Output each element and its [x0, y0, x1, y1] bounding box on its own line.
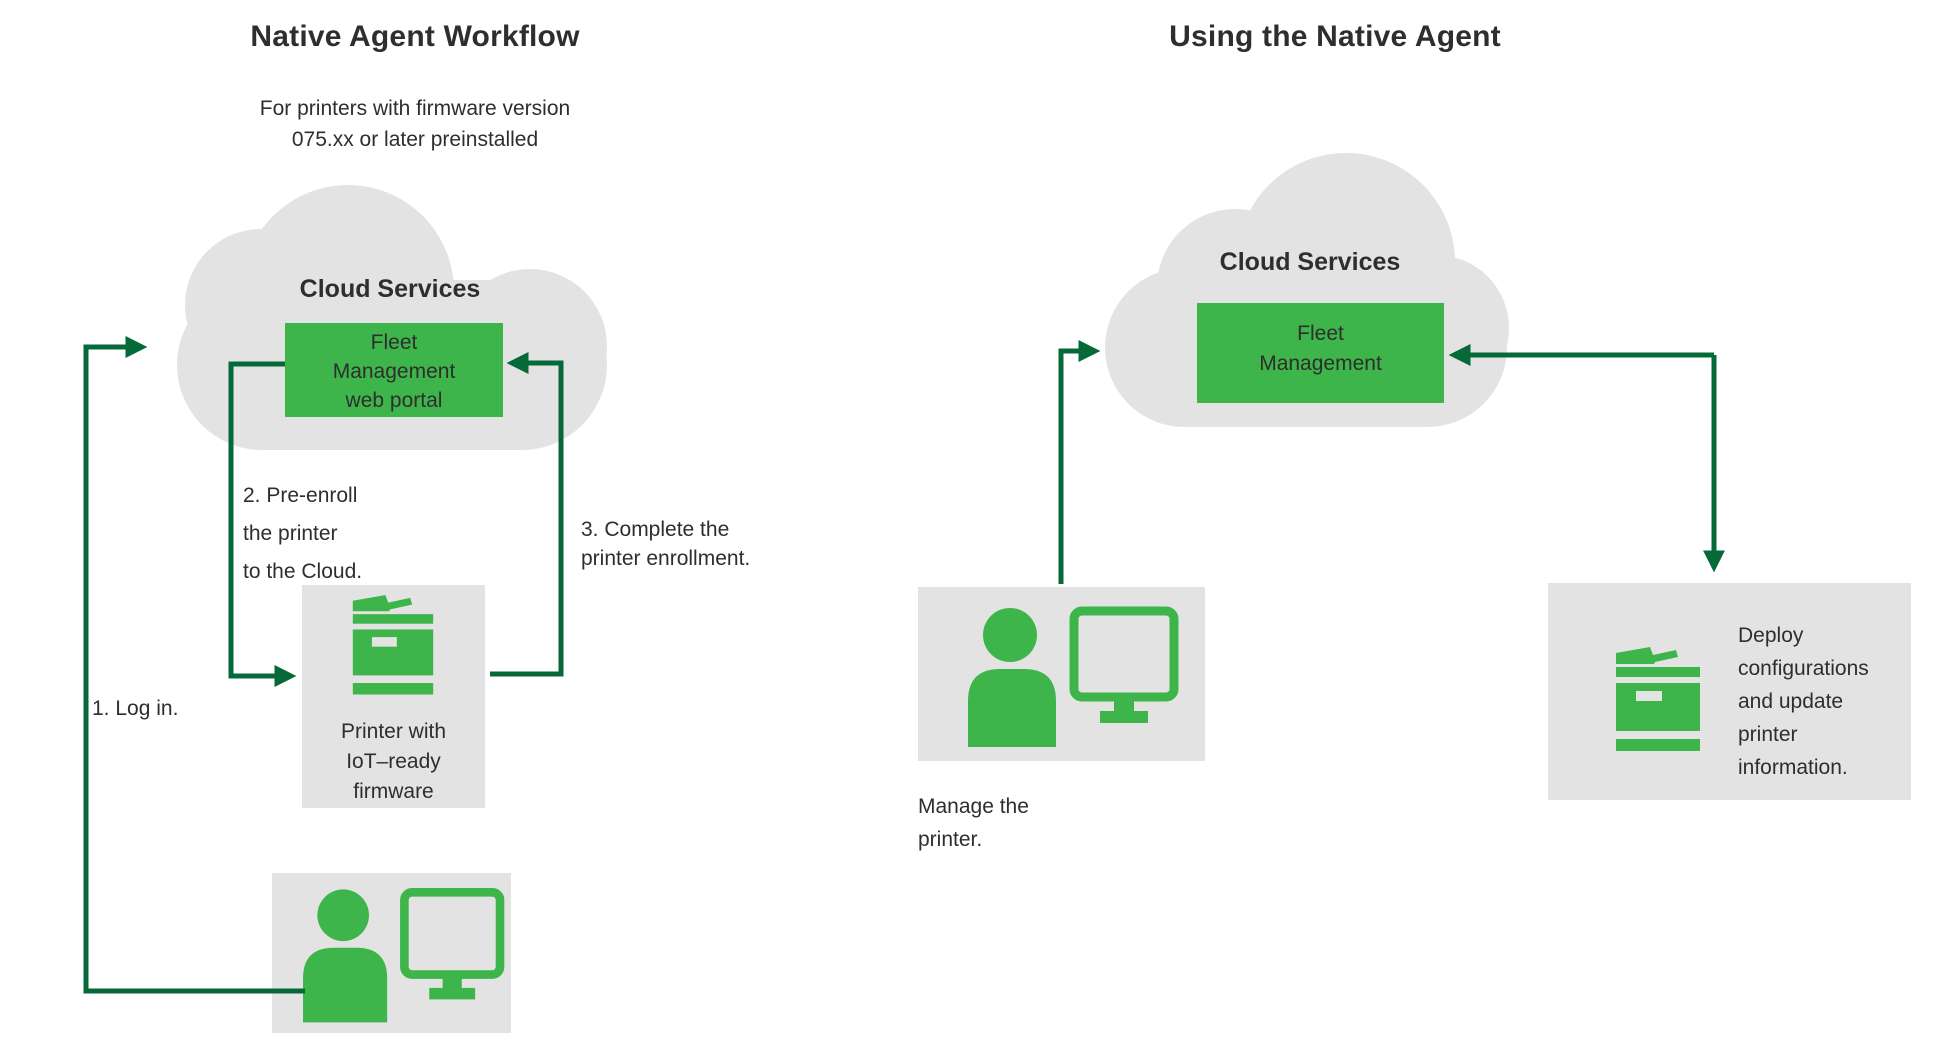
person-box	[918, 587, 1205, 761]
step3-label-line: 3. Complete the	[581, 518, 730, 541]
step3-label: 3. Complete the printer enrollment.	[581, 515, 750, 573]
manage-caption-line: Manage the	[918, 795, 1029, 818]
cloud-services-label: Cloud Services	[1219, 248, 1401, 276]
step1-label: 1. Log in.	[92, 697, 179, 720]
step2-label-line: 2. Pre-enroll	[243, 484, 358, 507]
step3-label-line: printer enrollment.	[581, 547, 751, 570]
step2-label: 2. Pre-enroll the printer to the Cloud.	[243, 477, 362, 591]
deploy-caption-line: Deploy	[1738, 624, 1804, 647]
cloud-services-label: Cloud Services	[299, 275, 481, 303]
deploy-caption: Deploy configurations and update printer…	[1738, 619, 1869, 784]
manage-caption-line: printer.	[918, 828, 983, 851]
printer-icon	[352, 595, 434, 695]
person-computer-icon	[303, 887, 505, 1023]
deploy-caption-line: information.	[1738, 756, 1848, 779]
printer-caption-line: IoT–ready	[346, 750, 441, 773]
person-box	[272, 873, 511, 1033]
deploy-caption-line: configurations	[1738, 657, 1869, 680]
left-diagram-title: Native Agent Workflow	[250, 20, 580, 53]
printer-icon	[1616, 647, 1700, 751]
fleet-management-box: Fleet Management	[1197, 303, 1444, 403]
printer-caption: Printer with IoT–ready firmware	[302, 717, 485, 807]
step2-label-line: the printer	[243, 522, 338, 545]
deploy-caption-line: printer	[1738, 723, 1798, 746]
fleet-box-line: Fleet	[1297, 322, 1344, 345]
fleet-box-line: Management	[1259, 352, 1382, 375]
left-diagram-subtitle: For printers with firmware version 075.x…	[165, 93, 665, 155]
fleet-box-line: Fleet	[370, 331, 418, 354]
manage-caption: Manage the printer.	[918, 790, 1029, 856]
fleet-box-line: Management	[332, 360, 456, 383]
fleet-management-box: Fleet Management web portal	[285, 323, 503, 417]
deploy-caption-line: and update	[1738, 690, 1844, 713]
deploy-box: Deploy configurations and update printer…	[1548, 583, 1911, 800]
subtitle-line: For printers with firmware version	[259, 97, 571, 120]
printer-caption-line: firmware	[353, 780, 434, 803]
fleet-box-line: web portal	[345, 389, 443, 412]
arrow-manage-to-cloud	[1058, 339, 1101, 584]
printer-box: Printer with IoT–ready firmware	[302, 585, 485, 808]
person-computer-icon	[968, 606, 1179, 747]
printer-caption-line: Printer with	[340, 720, 447, 743]
subtitle-line: 075.xx or later preinstalled	[291, 128, 539, 151]
right-diagram-title: Using the Native Agent	[1169, 20, 1501, 53]
